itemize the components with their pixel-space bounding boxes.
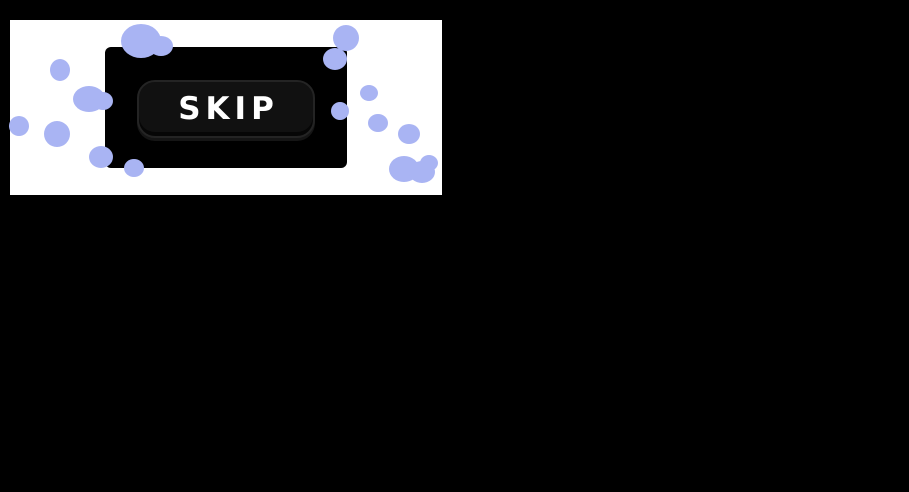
- ad-overlay: SKIP: [105, 47, 347, 168]
- content-panel: SKIP: [10, 20, 442, 195]
- skip-button[interactable]: SKIP: [137, 80, 315, 138]
